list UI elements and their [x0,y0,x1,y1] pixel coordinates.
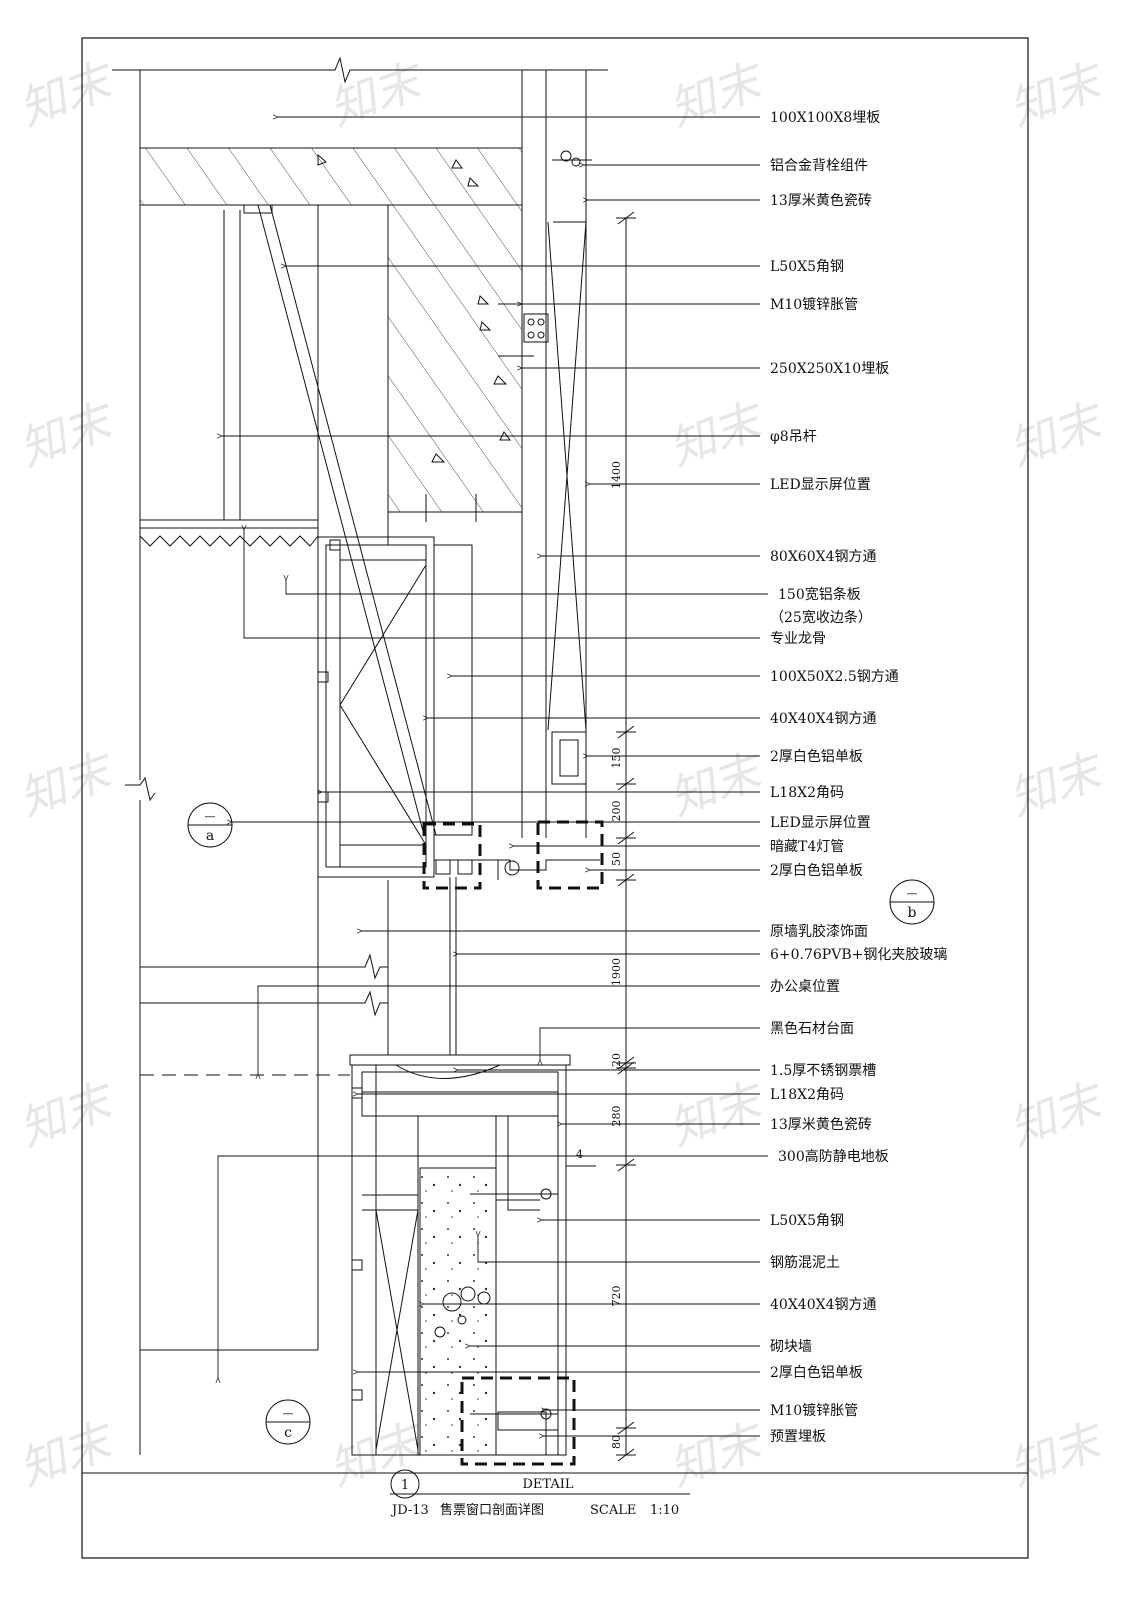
watermark-text: 知末 [12,1412,123,1496]
block-wall [419,1167,497,1456]
annotation-label: 办公桌位置 [770,979,840,995]
scale-value: 1:10 [650,1503,679,1518]
concrete-beam [387,204,523,513]
annotation-label: L50X5角钢 [770,1213,844,1229]
annotation-label: 2厚白色铝单板 [770,862,863,879]
annotation-label: 原墙乳胶漆饰面 [770,923,868,940]
dimension-value: 80 [610,1435,623,1449]
section-bubble-c: — c [265,1399,311,1445]
dimension-value: 1900 [610,958,623,986]
annotation-label: 暗藏T4灯管 [770,839,844,855]
annotation-label: L18X2角码 [770,785,844,801]
dimension-value: 280 [610,1106,623,1127]
dimension-value: 200 [610,801,623,822]
bubble-a-letter: a [206,828,214,844]
annotation-label: 13厚米黄色瓷砖 [770,1116,872,1133]
concrete-slab [139,147,523,206]
annotation-label: 250X250X10埋板 [770,361,889,377]
sheet-border [81,37,1029,1559]
watermark-text: 知末 [1002,392,1113,476]
annotation-label: 预置埋板 [770,1429,826,1445]
dimension-value: 20 [610,1053,623,1067]
annotation-label: 钢筋混泥土 [770,1254,840,1271]
annotation-label: （25宽收边条） [770,609,872,626]
watermark-text: 知末 [1002,1072,1113,1156]
annotation-label: 6+0.76PVB+钢化夹胶玻璃 [770,946,947,963]
annotation-label: LED显示屏位置 [770,815,871,831]
dimension-value: 720 [610,1286,623,1307]
watermark-text: 知末 [662,1072,773,1156]
annotation-label: 专业龙骨 [770,631,826,647]
watermark-text: 知末 [12,742,123,826]
annotation-label: M10镀锌胀管 [770,296,858,313]
structure-lines [112,56,608,1456]
dimension-chain [566,211,636,1462]
section-bubble-a: — a [187,802,233,848]
watermark-layer: 知末知末知末知末知末知末知末知末知末知末知末知末知末知末知末知末知末 [12,52,1113,1496]
watermark-text: 知末 [662,392,773,476]
annotation-label: 300高防静电地板 [778,1148,889,1165]
annotation-label: 2厚白色铝单板 [770,748,863,765]
detail-number: 1 [401,1478,409,1493]
bubble-a-top: — [205,810,216,823]
watermark-text: 知末 [12,1072,123,1156]
bubble-b-letter: b [908,905,917,921]
annotation-label: φ8吊杆 [770,429,817,445]
annotation-label: 铝合金背栓组件 [770,158,868,174]
bubble-c-top: — [283,1407,294,1420]
dimension-value: 4 [576,1148,583,1161]
section-bubble-b: — b [889,879,935,925]
title-block: 1 DETAIL JD-13 售票窗口剖面详图 SCALE 1:10 [82,1469,1028,1518]
leader-line [540,1027,760,1060]
annotation-label: LED显示屏位置 [770,477,871,493]
leader-line [218,1155,768,1378]
leader-line [478,1236,760,1263]
annotation-label: L18X2角码 [770,1087,844,1103]
annotation-label: 40X40X4钢方通 [770,1297,876,1313]
watermark-text: 知末 [1002,52,1113,136]
leader-line [286,580,768,595]
leader-line [244,530,760,639]
watermark-text: 知末 [12,392,123,476]
sheet-number: JD-13 [390,1503,429,1518]
annotation-label: 13厚米黄色瓷砖 [770,192,872,209]
bubble-c-letter: c [284,1425,292,1441]
annotation-label: 1.5厚不锈钢票槽 [770,1063,876,1079]
watermark-text: 知末 [322,52,433,136]
annotation-label: 80X60X4钢方通 [770,549,876,565]
annotation-label: 100X100X8埋板 [770,110,880,126]
leader-line [258,985,760,1074]
scale-label: SCALE [590,1503,636,1518]
annotation-label: L50X5角钢 [770,259,844,275]
leader-lines [218,117,768,1436]
annotation-label: 黑色石材台面 [770,1020,854,1037]
bolt-assemblies [243,150,592,1420]
watermark-text: 知末 [12,52,123,136]
dimension-value: 1400 [610,461,623,489]
annotation-label: 40X40X4钢方通 [770,711,876,727]
detail-callout-boxes [422,820,604,1466]
watermark-text: 知末 [662,742,773,826]
watermark-text: 知末 [662,52,773,136]
dimension-value: 50 [610,852,623,866]
watermark-text: 知末 [322,1412,433,1496]
annotation-label: 砌块墙 [770,1339,812,1355]
drawing-name: 售票窗口剖面详图 [440,1502,544,1518]
annotation-label: 100X50X2.5钢方通 [770,669,899,685]
annotation-label: 2厚白色铝单板 [770,1364,863,1381]
watermark-text: 知末 [662,1412,773,1496]
annotation-label: M10镀锌胀管 [770,1402,858,1419]
bubble-b-top: — [907,887,918,900]
watermark-text: 知末 [1002,742,1113,826]
watermark-text: 知末 [1002,1412,1113,1496]
dimension-value: 150 [610,748,623,769]
detail-label: DETAIL [522,1477,573,1492]
annotation-label: 150宽铝条板 [778,586,861,603]
